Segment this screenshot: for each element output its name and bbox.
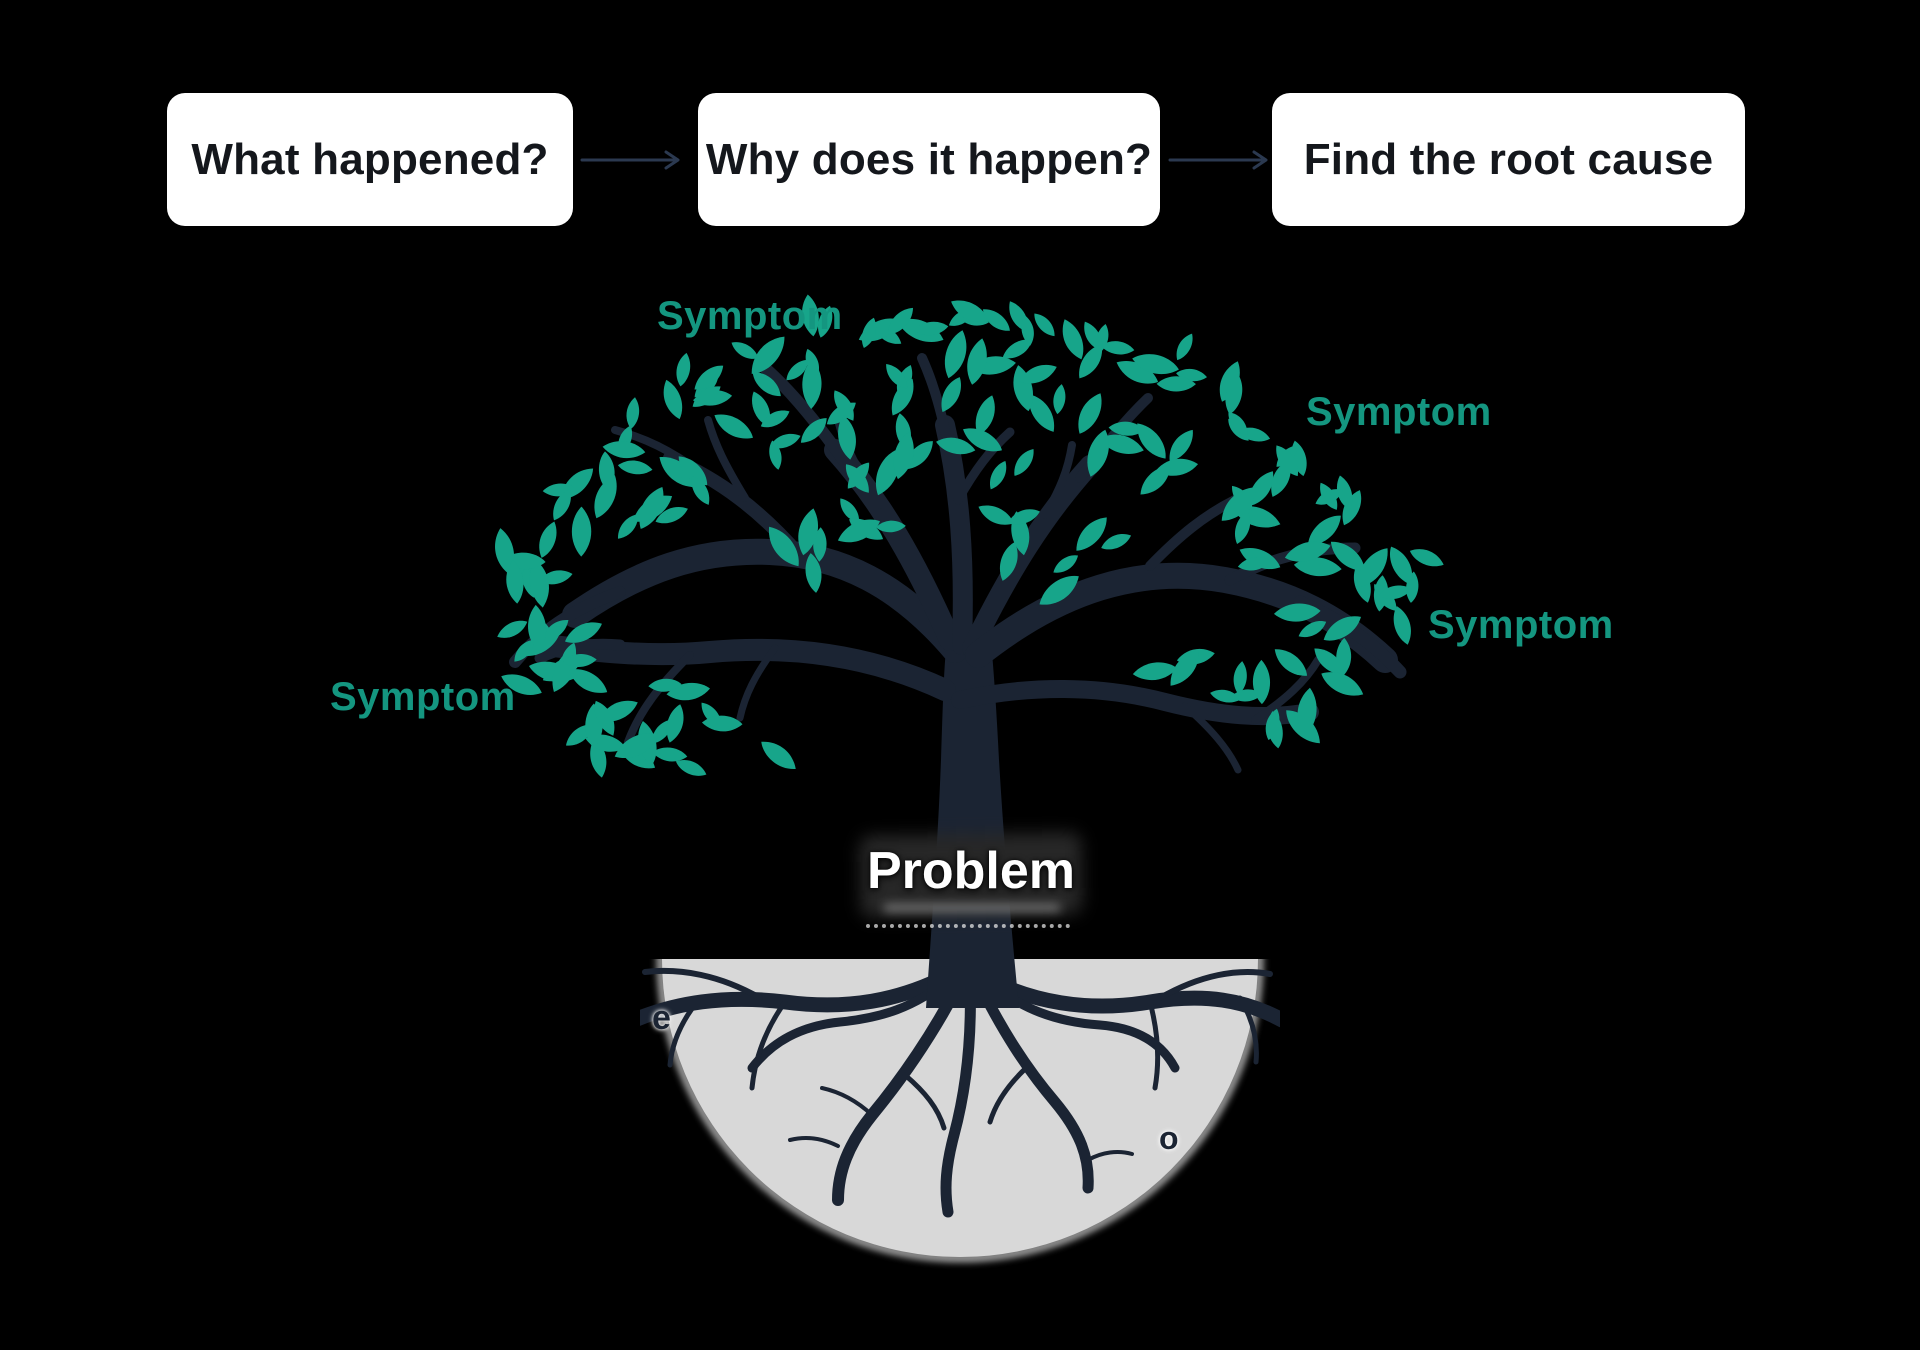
problem-speckle <box>884 904 1060 912</box>
right-arrow-icon <box>1168 150 1268 170</box>
flow-step-find-root-cause: Find the root cause <box>1272 93 1745 226</box>
flow-step-label: Find the root cause <box>1303 134 1714 184</box>
soil-partial-glyph-e: e <box>652 999 671 1037</box>
flow-step-what-happened: What happened? <box>167 93 573 226</box>
flow-step-label: Why does it happen? <box>705 134 1153 184</box>
right-arrow-icon <box>580 150 680 170</box>
symptom-label-3: Symptom <box>330 675 516 719</box>
problem-dotted-underline <box>866 924 1070 928</box>
flow-step-why-happen: Why does it happen? <box>698 93 1160 226</box>
symptom-label-2: Symptom <box>1306 390 1492 434</box>
symptom-label-1: Symptom <box>657 294 843 338</box>
flow-step-label: What happened? <box>191 134 549 184</box>
symptom-label-4: Symptom <box>1428 603 1614 647</box>
soil-partial-glyph-o: o <box>1159 1120 1179 1156</box>
problem-label: Problem <box>866 842 1076 900</box>
